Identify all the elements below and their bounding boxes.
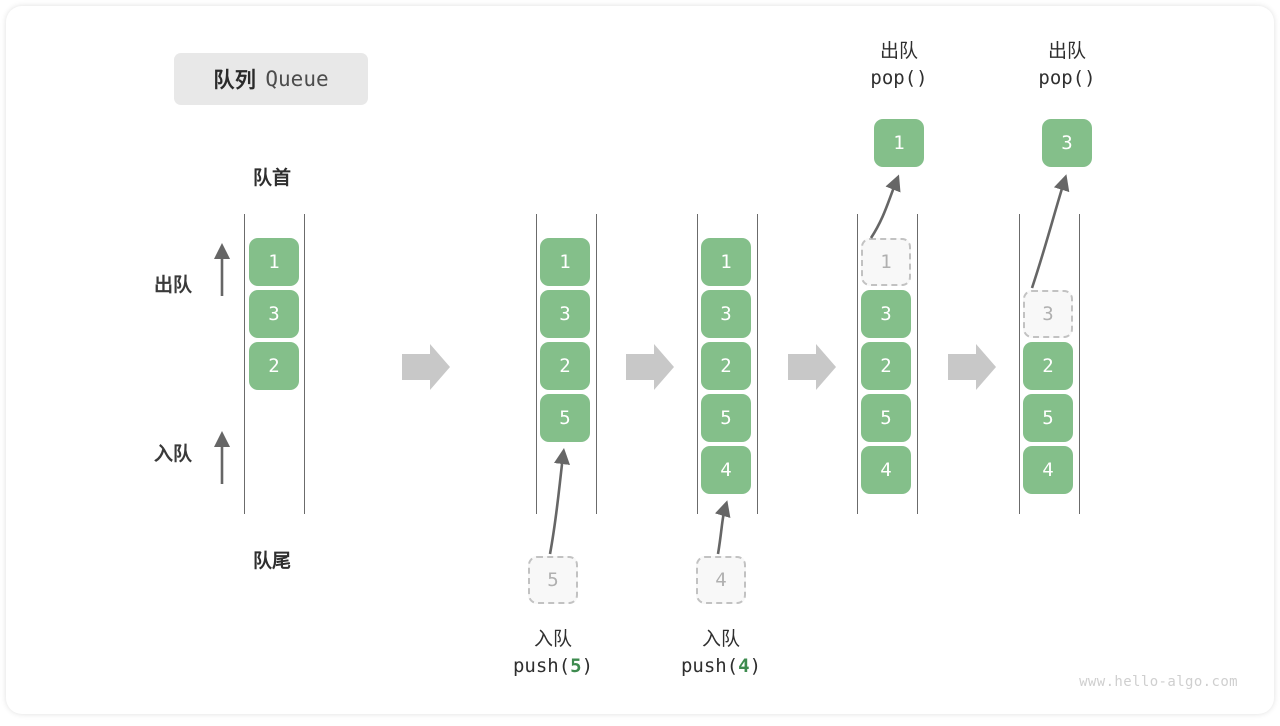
queue-cell: 3 (249, 290, 299, 338)
step-caption-push-5: 入队 push(5) (473, 626, 633, 680)
queue-cell: 5 (861, 394, 911, 442)
queue-rail-right-1 (304, 214, 305, 514)
pop-1-arrow (869, 174, 901, 239)
step-transition-arrow (402, 344, 450, 390)
queue-cell: 3 (861, 290, 911, 338)
queue-rail-left-1 (244, 214, 245, 514)
queue-cell: 4 (701, 446, 751, 494)
queue-cell: 2 (540, 342, 590, 390)
popped-cell: 1 (874, 119, 924, 167)
caption-code: pop() (870, 66, 928, 89)
queue-rail-right-4 (917, 214, 918, 514)
incoming-ghost-cell: 4 (696, 556, 746, 604)
queue-cell: 1 (249, 238, 299, 286)
queue-cell: 4 (861, 446, 911, 494)
queue-rail-left-3 (697, 214, 698, 514)
step-caption-push-4: 入队 push(4) (641, 626, 801, 680)
step-transition-arrow (788, 344, 836, 390)
incoming-ghost-cell: 5 (528, 556, 578, 604)
queue-cell: 1 (701, 238, 751, 286)
queue-rail-left-2 (536, 214, 537, 514)
dequeue-side-label: 出队 (154, 274, 193, 296)
caption-code: push(4) (680, 654, 762, 677)
watermark: www.hello-algo.com (1079, 674, 1238, 690)
queue-rail-right-5 (1079, 214, 1080, 514)
queue-cell: 4 (1023, 446, 1073, 494)
push-5-arrow (548, 448, 570, 555)
caption-code: push(5) (512, 654, 594, 677)
queue-cell: 3 (701, 290, 751, 338)
queue-cell-ghost: 1 (861, 238, 911, 286)
queue-cell: 2 (701, 342, 751, 390)
caption-code: pop() (1038, 66, 1096, 89)
diagram-card: 队列 Queue 队首 队尾 出队 入队 1 3 2 1 3 2 5 5 入队 … (6, 6, 1274, 714)
queue-cell: 2 (249, 342, 299, 390)
queue-cell: 2 (861, 342, 911, 390)
queue-cell: 5 (1023, 394, 1073, 442)
push-4-arrow (714, 500, 731, 555)
step-transition-arrow (948, 344, 996, 390)
queue-cell: 1 (540, 238, 590, 286)
enqueue-side-label: 入队 (154, 443, 193, 465)
diagram-title-chip: 队列 Queue (174, 53, 368, 105)
queue-cell: 5 (540, 394, 590, 442)
queue-cell: 5 (701, 394, 751, 442)
queue-rail-right-3 (757, 214, 758, 514)
step-caption-pop-3: 出队 pop() (987, 38, 1147, 92)
pop-3-arrow (1030, 174, 1070, 289)
arrows-overlay (213, 174, 1070, 555)
queue-cell: 3 (540, 290, 590, 338)
caption-chinese: 出队 (879, 40, 918, 62)
queue-tail-label: 队尾 (252, 550, 291, 572)
caption-chinese: 出队 (1047, 40, 1086, 62)
queue-rail-left-4 (857, 214, 858, 514)
popped-cell: 3 (1042, 119, 1092, 167)
queue-head-label: 队首 (252, 167, 291, 189)
step-caption-pop-1: 出队 pop() (819, 38, 979, 92)
step-transition-arrow (626, 344, 674, 390)
caption-chinese: 入队 (533, 628, 572, 650)
queue-rail-right-2 (596, 214, 597, 514)
queue-rail-left-5 (1019, 214, 1020, 514)
queue-cell: 2 (1023, 342, 1073, 390)
title-english: Queue (265, 67, 329, 91)
queue-cell-ghost: 3 (1023, 290, 1073, 338)
title-chinese: 队列 (213, 68, 257, 92)
caption-chinese: 入队 (701, 628, 740, 650)
